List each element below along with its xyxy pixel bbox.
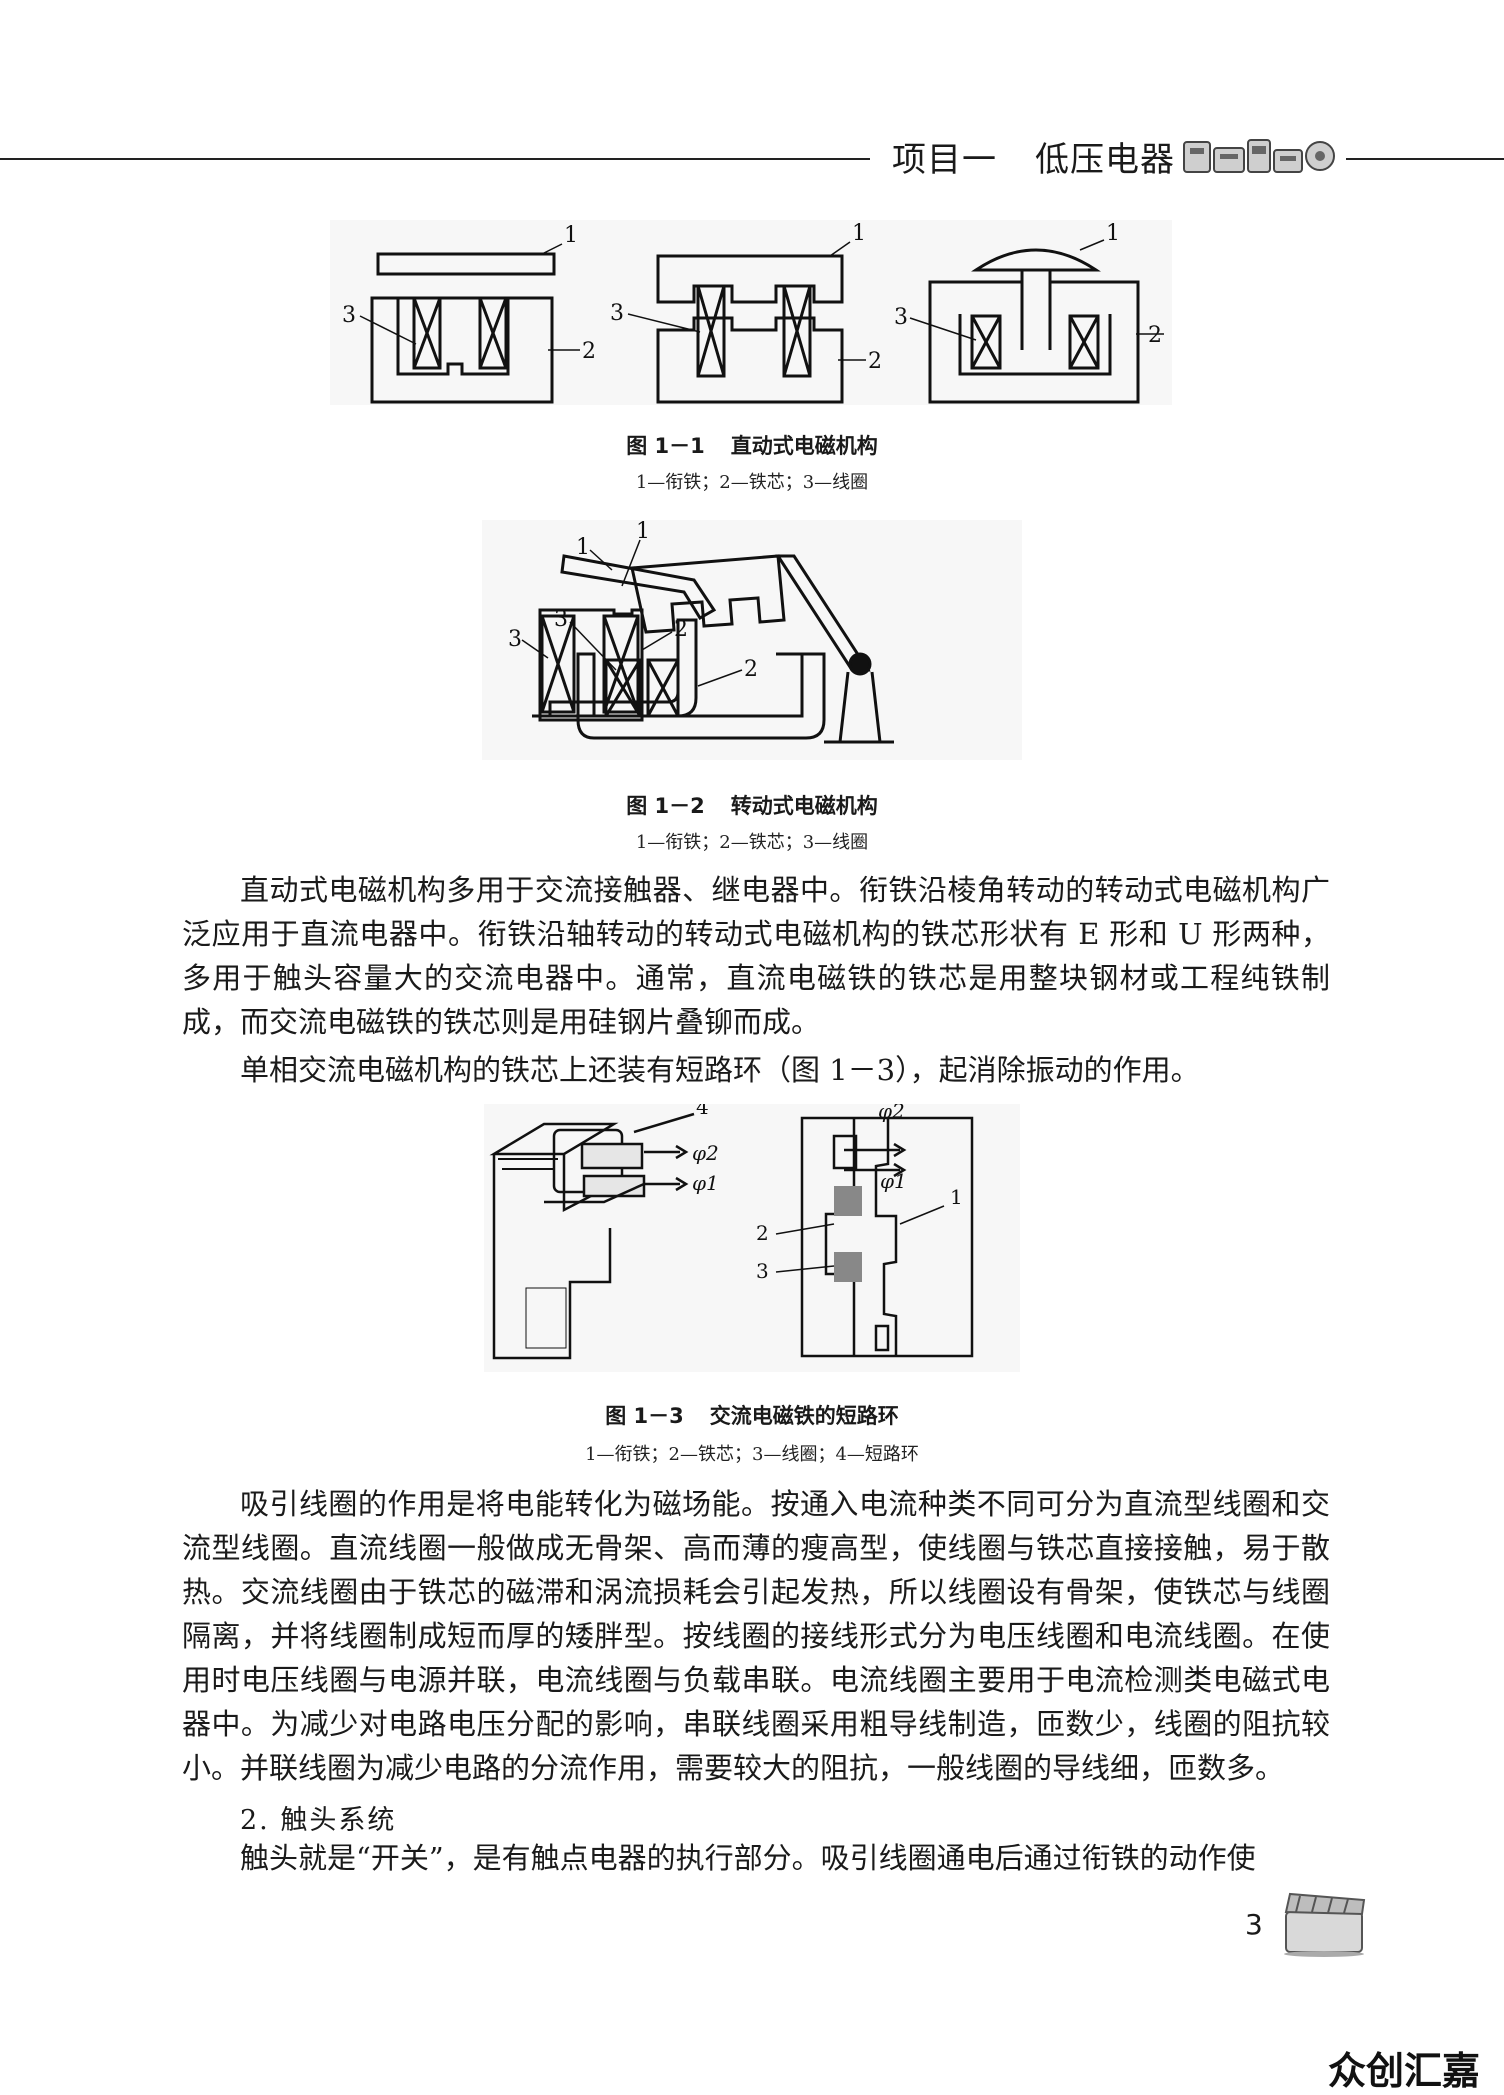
figure-1-2-caption: 图 1－2 转动式电磁机构 [0,790,1504,820]
paragraph-2: 单相交流电磁机构的铁芯上还装有短路环（图 1－3），起消除振动的作用。 [240,1053,1200,1087]
fig1-3-label-2: 2 [756,1221,769,1245]
fig1-1-label-3c: 3 [894,305,908,330]
fig1-1-label-3: 3 [342,303,356,328]
fig1-3-flux-phi2b: φ2 [878,1104,905,1123]
fig1-3-flux-phi1b: φ1 [880,1169,907,1193]
figure-1-3-number: 图 1－3 [605,1404,684,1428]
fig1-2-label-2b: 2 [744,657,758,682]
figure-1-2-number: 图 1－2 [626,794,705,818]
figure-1-1-number: 图 1－1 [626,434,705,458]
fig1-1-label-2c: 2 [1148,323,1162,348]
header-appliance-icons [1183,139,1335,173]
running-header: 项目一低压电器 [892,132,1213,181]
header-chapter-title: 低压电器 [1035,140,1175,180]
section-heading: 2. 触头系统 [240,1805,397,1836]
fig1-2-label-1: 1 [636,520,650,544]
header-project: 项目一 [892,140,997,180]
fig1-3-flux-phi2: φ2 [692,1141,719,1165]
figure-1-3-diagram: 4 φ2 φ1 φ2 φ1 1 2 3 [484,1104,1020,1372]
watermark-logo: 众创汇嘉 [1328,2049,1481,2093]
paragraph-3: 吸引线圈的作用是将电能转化为磁场能。按通入电流种类不同可分为直流型线圈和交流型线… [182,1487,1330,1785]
fig1-3-label-1: 1 [950,1185,963,1209]
fig1-3-label-3: 3 [756,1259,769,1283]
figure-1-1-diagram: 1 2 3 1 2 3 1 2 3 [330,220,1172,405]
fig1-2-label-3c: 3 [554,607,568,632]
page-number: 3 [1245,1908,1263,1941]
figure-1-1-legend: 1—衔铁；2—铁芯；3—线圈 [635,472,869,493]
clapperboard-icon [1284,1892,1366,1957]
fig1-2-label-3: 3 [508,627,522,652]
fig1-1-label-3b: 3 [610,301,624,326]
figure-1-3-title: 交流电磁铁的短路环 [709,1404,899,1428]
figure-1-1-title: 直动式电磁机构 [730,434,878,458]
figure-1-2-diagram: 1 2 3 1 2 3 3 [482,520,1022,760]
paragraph-1: 直动式电磁机构多用于交流接触器、继电器中。衔铁沿棱角转动的转动式电磁机构广泛应用… [182,873,1330,1039]
figure-1-2-title: 转动式电磁机构 [730,794,878,818]
header-rule-left [0,158,870,160]
fig1-1-label-1c: 1 [1106,221,1120,246]
fig1-1-label-1b: 1 [852,221,866,246]
figure-1-2-legend: 1—衔铁；2—铁芯；3—线圈 [635,832,869,853]
figure-1-3-legend: 1—衔铁；2—铁芯；3—线圈；4—短路环 [585,1444,919,1465]
fig1-1-label-2: 2 [582,339,596,364]
fig1-1-label-2b: 2 [868,349,882,374]
fig1-3-label-4: 4 [696,1104,709,1119]
fig1-2-label-1b: 1 [576,535,590,560]
header-rule-right [1346,158,1504,160]
fig1-3-flux-phi1: φ1 [692,1171,719,1195]
paragraph-4: 触头就是“开关”，是有触点电器的执行部分。吸引线圈通电后通过衔铁的动作使 [240,1841,1256,1875]
figure-1-1-caption: 图 1－1 直动式电磁机构 [0,430,1504,460]
fig1-1-label-1: 1 [564,223,578,248]
fig1-2-label-2: 2 [674,617,688,642]
figure-1-3-caption: 图 1－3 交流电磁铁的短路环 [0,1400,1504,1430]
